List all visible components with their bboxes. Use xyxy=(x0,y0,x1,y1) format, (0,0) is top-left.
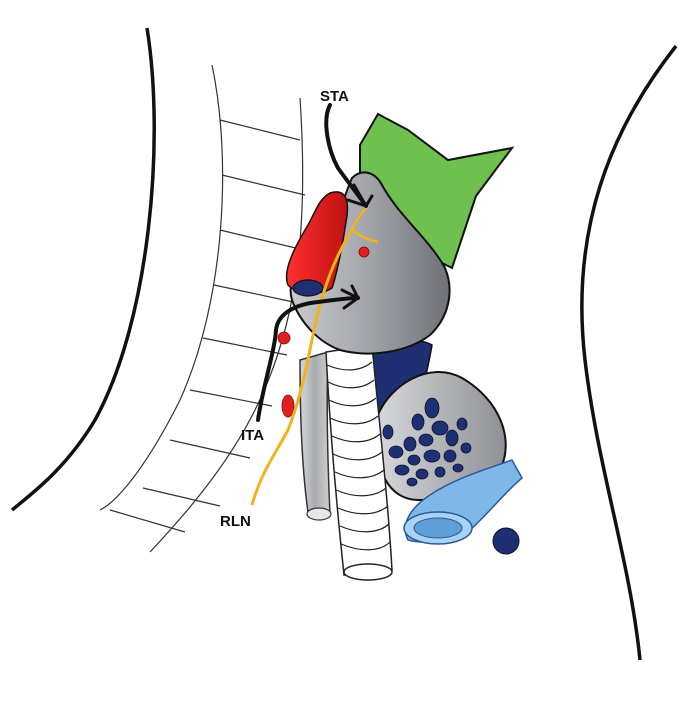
ita-artery xyxy=(256,296,360,422)
dark-blue-node xyxy=(492,527,520,555)
sta-artery xyxy=(324,103,368,208)
sta-branches xyxy=(346,183,374,208)
label-rln: RLN xyxy=(220,513,251,530)
rln-nerve xyxy=(250,229,354,506)
ita-branches xyxy=(340,284,360,310)
light-blue-vessel-lumen xyxy=(413,517,463,539)
vertebral-column xyxy=(99,64,306,553)
trachea-rings xyxy=(326,361,391,551)
trachea-opening xyxy=(343,563,393,581)
right-neck-outline xyxy=(580,44,678,661)
esophagus-opening xyxy=(306,507,332,521)
red-nodes xyxy=(277,246,370,418)
rln-branch-side xyxy=(351,228,379,244)
red-structure-opening xyxy=(292,279,324,297)
left-neck-outline xyxy=(10,27,156,512)
label-sta: STA xyxy=(320,88,349,105)
gland-nodules xyxy=(382,397,472,487)
label-ita: ITA xyxy=(241,427,264,444)
